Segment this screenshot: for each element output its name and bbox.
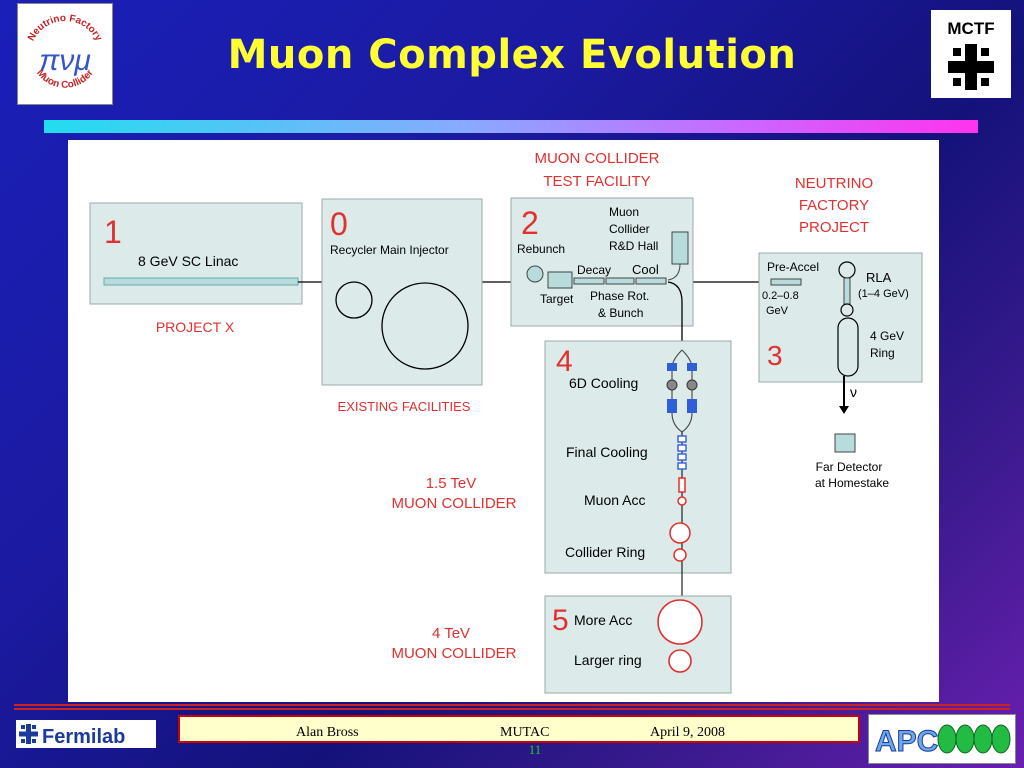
stage-number: 3 bbox=[767, 340, 783, 371]
project-x-caption: PROJECT X bbox=[156, 319, 235, 335]
apc-beads-icon bbox=[937, 724, 1011, 754]
decay-ring bbox=[837, 317, 859, 377]
muon-acc-linac bbox=[678, 477, 686, 493]
stage-number: 0 bbox=[330, 206, 348, 242]
cool-label: Cool bbox=[632, 262, 659, 277]
collider-ring bbox=[673, 548, 687, 562]
linac-bar bbox=[103, 277, 299, 286]
footer-info-box: Alan Bross MUTAC April 9, 2008 bbox=[178, 715, 860, 743]
far-detector-block bbox=[834, 433, 856, 453]
box-existing-facilities bbox=[321, 198, 483, 386]
mc15-caption: 1.5 TeV bbox=[426, 475, 477, 492]
title-divider bbox=[44, 120, 978, 133]
stage-number: 1 bbox=[104, 214, 122, 250]
6d-cooling-label: 6D Cooling bbox=[569, 375, 638, 391]
phase-rot-label: & Bunch bbox=[598, 306, 643, 320]
box-project-x bbox=[89, 202, 303, 305]
final-cooling-magnets bbox=[677, 435, 687, 470]
more-acc-ring bbox=[657, 599, 703, 645]
rd-hall-block bbox=[671, 231, 689, 265]
rd-hall-label: R&D Hall bbox=[609, 239, 658, 253]
box-4-tev-collider bbox=[544, 595, 732, 694]
rd-hall-link bbox=[667, 263, 681, 281]
mctf-logo: MCTF bbox=[931, 10, 1011, 98]
footer-divider bbox=[14, 704, 1010, 710]
cooling-ring bbox=[686, 379, 698, 391]
nf-header: FACTORY bbox=[799, 197, 869, 214]
mc4-caption: MUON COLLIDER bbox=[391, 645, 516, 662]
mc4-caption: 4 TeV bbox=[432, 625, 470, 642]
nf-header: PROJECT bbox=[799, 219, 869, 236]
existing-facilities-caption: EXISTING FACILITIES bbox=[338, 399, 471, 414]
decay-ring-label: Ring bbox=[870, 346, 895, 360]
logo-symbol: πνμ bbox=[39, 44, 91, 77]
box-1-5-tev-collider bbox=[544, 340, 732, 574]
rebunch-circle bbox=[526, 265, 544, 283]
page-number: 11 bbox=[528, 742, 542, 757]
target-label: Target bbox=[540, 292, 574, 306]
apc-text: APC bbox=[875, 725, 938, 758]
footer-author: Alan Bross bbox=[296, 725, 359, 740]
target-block bbox=[547, 271, 573, 289]
rla-arc bbox=[840, 303, 854, 317]
pre-accel-energy: GeV bbox=[766, 305, 789, 317]
mctf-header: MUON COLLIDER bbox=[534, 150, 659, 167]
footer-event: MUTAC bbox=[500, 725, 550, 740]
muon-acc-label: Muon Acc bbox=[584, 492, 645, 508]
decay-channel bbox=[573, 277, 605, 285]
larger-ring bbox=[668, 649, 692, 673]
stage-number: 5 bbox=[552, 604, 569, 637]
box-test-facility bbox=[510, 197, 694, 327]
neutrino-beam-arrow-icon bbox=[839, 406, 849, 414]
diagram-panel: MUON COLLIDER TEST FACILITY NEUTRINO FAC… bbox=[68, 140, 939, 702]
more-acc-label: More Acc bbox=[574, 612, 632, 628]
phase-rot-label: Phase Rot. bbox=[590, 289, 649, 303]
stage-number: 4 bbox=[556, 345, 573, 378]
pre-accel-linac bbox=[770, 278, 802, 286]
neutrino-symbol: ν bbox=[850, 384, 857, 400]
slide-title: Muon Complex Evolution bbox=[227, 32, 797, 78]
mc15-caption: MUON COLLIDER bbox=[391, 495, 516, 512]
fermilab-text: Fermilab bbox=[42, 726, 125, 748]
larger-ring-label: Larger ring bbox=[574, 652, 642, 668]
cool-channel bbox=[635, 277, 667, 285]
footer-date: April 9, 2008 bbox=[650, 725, 726, 740]
fermilab-mark-icon bbox=[19, 724, 38, 744]
apc-logo: APC bbox=[868, 714, 1016, 764]
rla-linac bbox=[843, 277, 851, 305]
main-injector-ring bbox=[381, 282, 469, 370]
rla-energy: (1–4 GeV) bbox=[858, 288, 909, 300]
muon-complex-diagram: MUON COLLIDER TEST FACILITY NEUTRINO FAC… bbox=[89, 150, 923, 694]
linac-label: 8 GeV SC Linac bbox=[138, 253, 238, 269]
far-detector-label: at Homestake bbox=[815, 476, 889, 490]
decay-ring-label: 4 GeV bbox=[870, 329, 904, 343]
muon-acc-ring bbox=[669, 522, 691, 544]
rla-label: RLA bbox=[866, 270, 892, 285]
far-detector-label: Far Detector bbox=[816, 460, 883, 474]
stage-number: 2 bbox=[521, 205, 539, 241]
rd-hall-label: Collider bbox=[609, 222, 650, 236]
cooling-magnets bbox=[667, 363, 697, 413]
cooling-ring bbox=[666, 379, 678, 391]
branch-to-cooling bbox=[667, 281, 683, 355]
rebunch-label: Rebunch bbox=[517, 242, 565, 256]
pre-accel-label: Pre-Accel bbox=[767, 260, 819, 274]
nf-header: NEUTRINO bbox=[795, 175, 873, 192]
rd-hall-label: Muon bbox=[609, 205, 639, 219]
final-cooling-label: Final Cooling bbox=[566, 444, 648, 460]
cooling-merge bbox=[671, 412, 693, 433]
pre-accel-energy: 0.2–0.8 bbox=[762, 290, 799, 302]
decay-label: Decay bbox=[577, 263, 611, 277]
neutrino-factory-logo: Neutrino Factory Muon Collider πνμ bbox=[17, 3, 113, 105]
fermilab-logo: Fermilab bbox=[16, 718, 156, 750]
fermilab-mark-icon bbox=[948, 44, 994, 90]
muon-acc-arc bbox=[677, 496, 687, 506]
mctf-header: TEST FACILITY bbox=[543, 173, 650, 190]
recycler-ring bbox=[335, 281, 373, 319]
phase-rotation-channel bbox=[605, 277, 635, 285]
recycler-main-injector-label: Recycler Main Injector bbox=[330, 243, 449, 257]
collider-ring-label: Collider Ring bbox=[565, 544, 645, 560]
mctf-logo-text: MCTF bbox=[947, 19, 994, 38]
